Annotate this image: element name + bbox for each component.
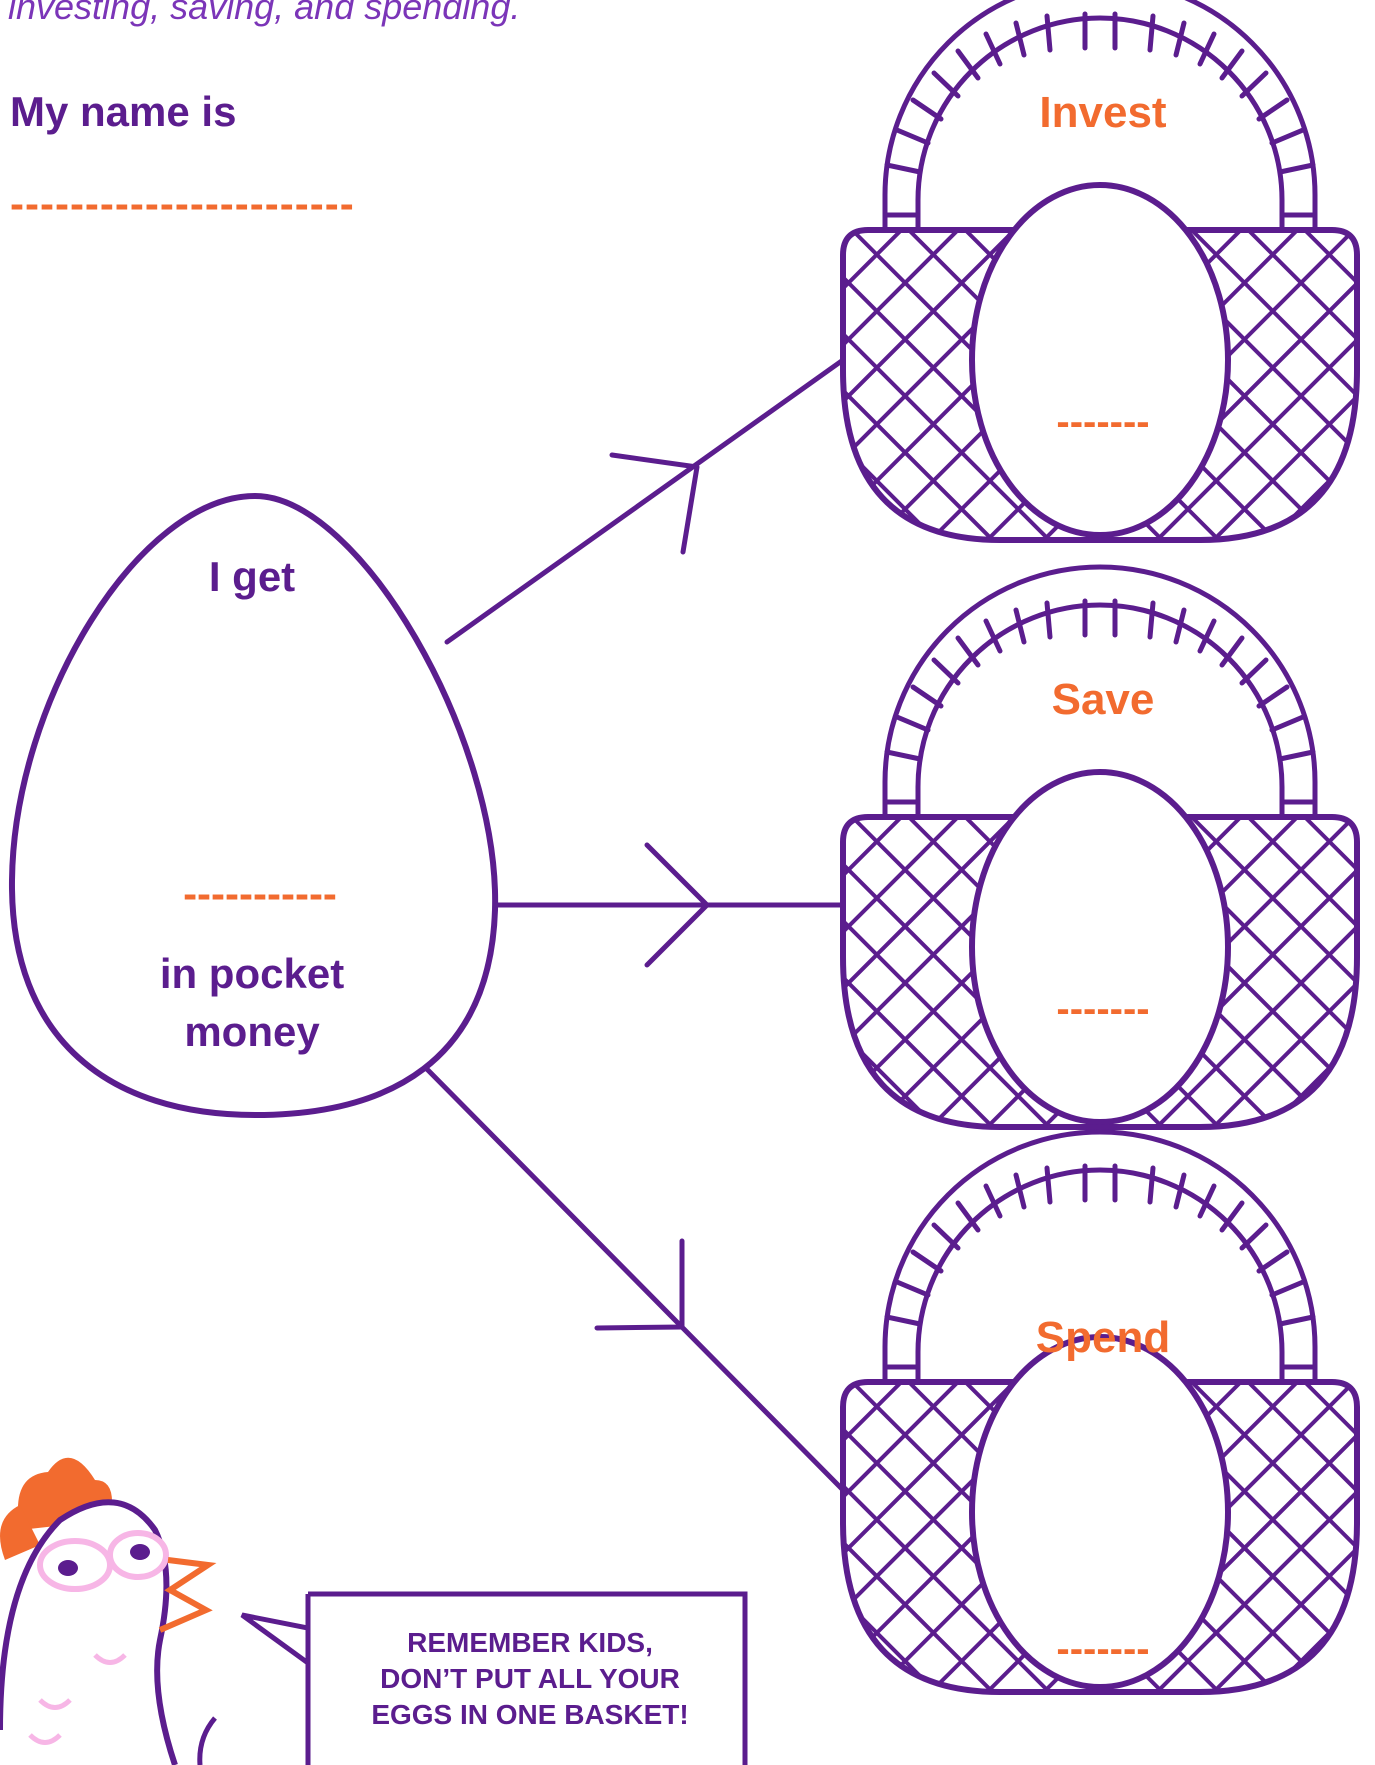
arrow-to-save [490, 842, 846, 968]
pocket-egg-top-text: I get [208, 553, 296, 600]
basket-blank-spend[interactable]: ------- [1056, 1627, 1150, 1671]
pocket-egg-bottom-line2: money [184, 1008, 320, 1055]
speech-bubble [240, 1591, 748, 1765]
pocket-egg-bottom-line1: in pocket [159, 950, 345, 997]
name-label: My name is [10, 88, 237, 135]
basket-label-invest: Invest [1039, 88, 1167, 137]
invest-basket-icon [843, 0, 1357, 540]
basket-blank-invest[interactable]: ------- [1056, 400, 1150, 444]
name-blank-line[interactable]: ----------------------- [10, 180, 355, 227]
intro-text: investing, saving, and spending. [8, 0, 521, 27]
arrow-to-invest [444, 357, 846, 645]
arrow-to-spend [412, 1054, 846, 1493]
speech-line-1: REMEMBER KIDS, [407, 1627, 653, 1658]
basket-label-save: Save [1051, 675, 1155, 724]
basket-blank-save[interactable]: ------- [1056, 987, 1150, 1031]
save-basket-icon [843, 567, 1357, 1127]
basket-label-spend: Spend [1035, 1313, 1171, 1362]
pocket-egg-bottom-text: in pocket money [160, 945, 344, 1061]
pocket-money-blank[interactable]: ----------- [183, 870, 337, 917]
speech-line-3: EGGS IN ONE BASKET! [371, 1699, 689, 1730]
hen-icon [0, 1457, 217, 1765]
spend-basket-icon [843, 1132, 1357, 1692]
speech-line-2: DON’T PUT ALL YOUR [380, 1663, 680, 1694]
speech-bubble-text: REMEMBER KIDS, DON’T PUT ALL YOUR EGGS I… [371, 1625, 688, 1733]
pocket-money-egg [8, 492, 499, 1119]
